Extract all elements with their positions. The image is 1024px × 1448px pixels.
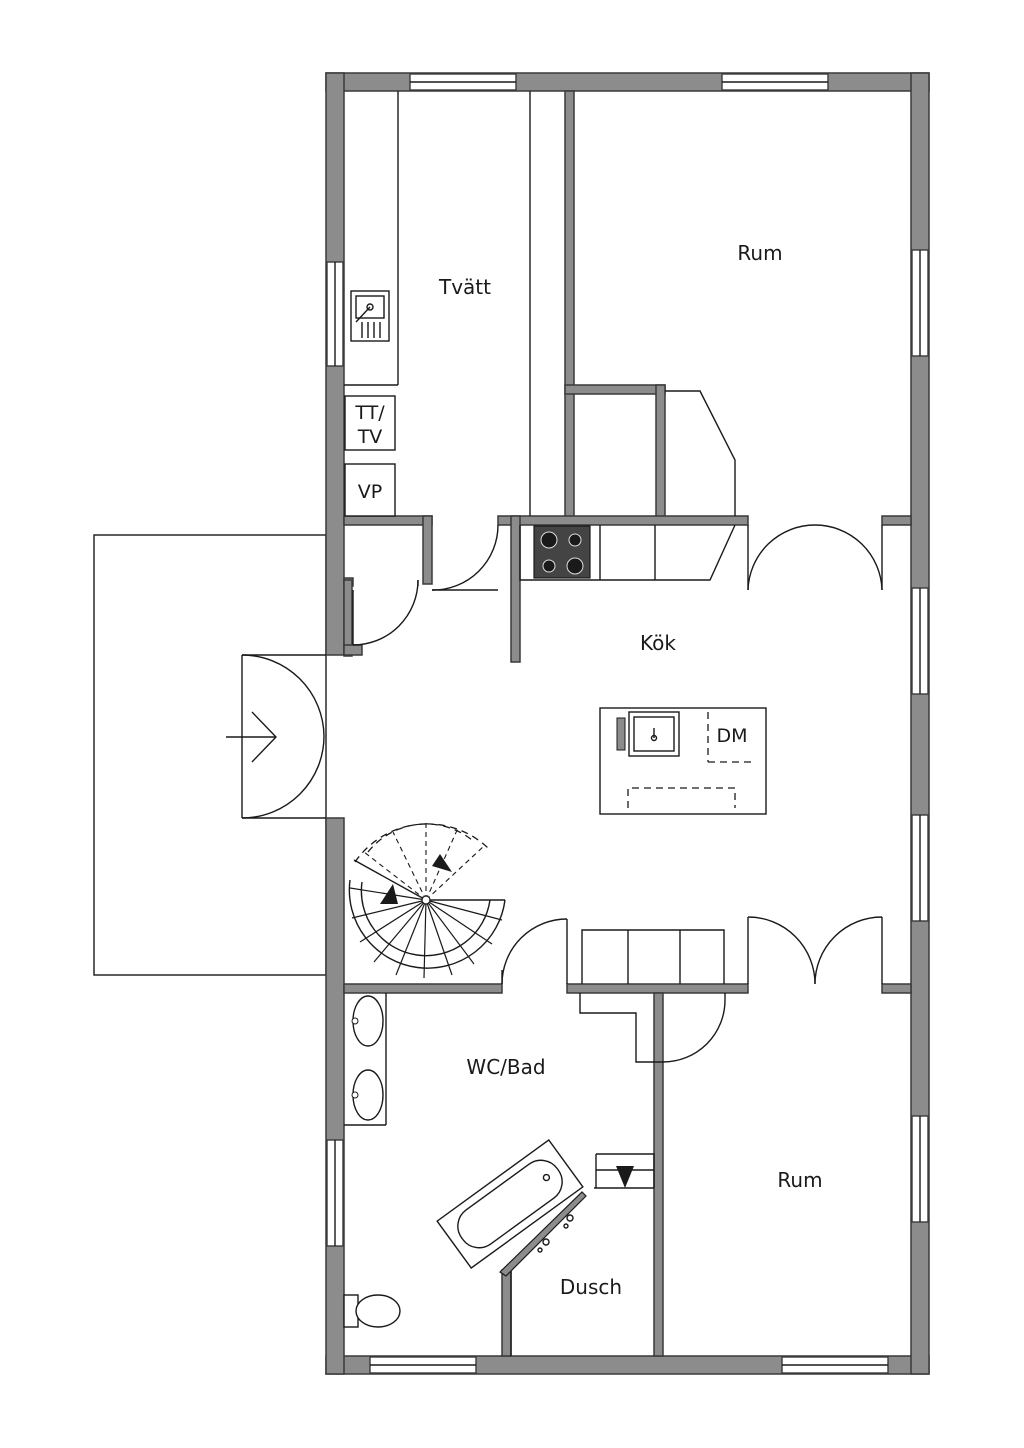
terrace — [93, 534, 327, 976]
sink-icon — [351, 995, 384, 1121]
laundry-counter — [344, 91, 531, 517]
spiral-stair-icon — [348, 822, 506, 979]
wardrobe — [665, 390, 736, 516]
room-label-rum-top: Rum — [737, 241, 782, 265]
laundry-sink-icon — [350, 290, 390, 342]
fixture-label-vp: VP — [358, 481, 382, 503]
kitchen-counter — [519, 524, 736, 581]
shower-enclosure — [499, 1153, 655, 1356]
hall-cabinets — [581, 929, 725, 984]
interior-walls — [343, 90, 912, 1357]
stove-icon — [533, 525, 591, 579]
room-label-rum-bottom: Rum — [777, 1168, 822, 1192]
fixture-label-tt: TT/ — [354, 402, 385, 424]
doors — [241, 524, 883, 1063]
vanity-counter — [344, 993, 387, 1126]
kitchen-island — [599, 707, 767, 815]
fixture-label-dm: DM — [716, 725, 747, 747]
room-label-tvatt: Tvätt — [438, 275, 491, 299]
room-label-kok: Kök — [640, 631, 676, 655]
fixture-label-tv: TV — [357, 426, 383, 448]
bathtub-icon — [436, 1139, 584, 1269]
toilet-icon — [343, 1294, 401, 1328]
room-label-dusch: Dusch — [560, 1275, 622, 1299]
entrance-arrow-icon — [226, 711, 277, 763]
room-label-wc-bad: WC/Bad — [466, 1055, 545, 1079]
windows — [326, 73, 929, 1374]
